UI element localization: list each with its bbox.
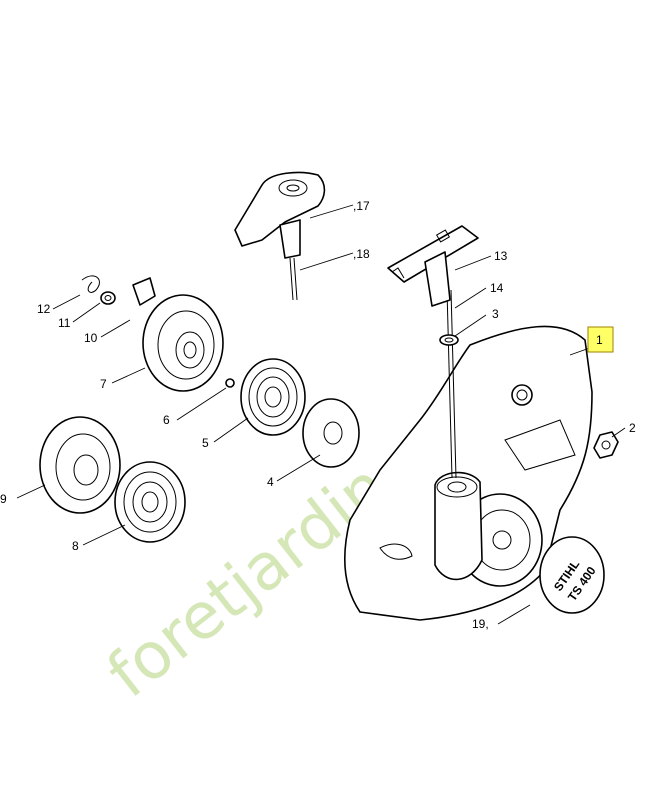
callout-14: 14 [490, 281, 504, 295]
rope-rotor [142, 294, 224, 392]
callouts: 1 2 3 4 5 6 7 8 9 10 11 12 13 14 ,17 ,18… [0, 199, 636, 631]
large-washer [302, 398, 360, 468]
callout-6: 6 [163, 413, 170, 427]
hex-nut [593, 431, 619, 459]
callout-1-highlight [587, 326, 614, 353]
callout-8: 8 [72, 539, 79, 553]
rewind-spring [240, 358, 306, 436]
callout-7: 7 [100, 377, 107, 391]
callout-13: 13 [494, 249, 508, 263]
t-handle-rope [289, 257, 298, 301]
callout-5: 5 [202, 436, 209, 450]
pawl [132, 277, 156, 306]
callout-2: 2 [629, 421, 636, 435]
t-handle-grip [234, 171, 326, 259]
callout-11: 11 [58, 316, 71, 330]
logo-plate: STIHL TS 400 [539, 536, 605, 614]
rewind-spring-alt [114, 461, 186, 543]
callout-10: 10 [84, 331, 98, 345]
spring-clip [81, 275, 100, 293]
fan-housing [344, 325, 593, 621]
callout-4: 4 [267, 475, 274, 489]
washer-small [225, 378, 235, 388]
callout-12: 12 [37, 302, 51, 316]
starter-rope [446, 289, 457, 479]
callout-9: 9 [0, 492, 7, 506]
small-washer [100, 291, 116, 305]
starter-grip [387, 225, 479, 307]
callout-1: 1 [596, 333, 603, 347]
rope-rotor-alt [39, 416, 121, 514]
callout-19: 19, [472, 617, 489, 631]
callout-18: ,18 [353, 247, 370, 261]
callout-3: 3 [492, 307, 499, 321]
callout-17: ,17 [353, 199, 370, 213]
rope-guide-bush [439, 334, 459, 346]
leader-lines [16, 204, 626, 625]
